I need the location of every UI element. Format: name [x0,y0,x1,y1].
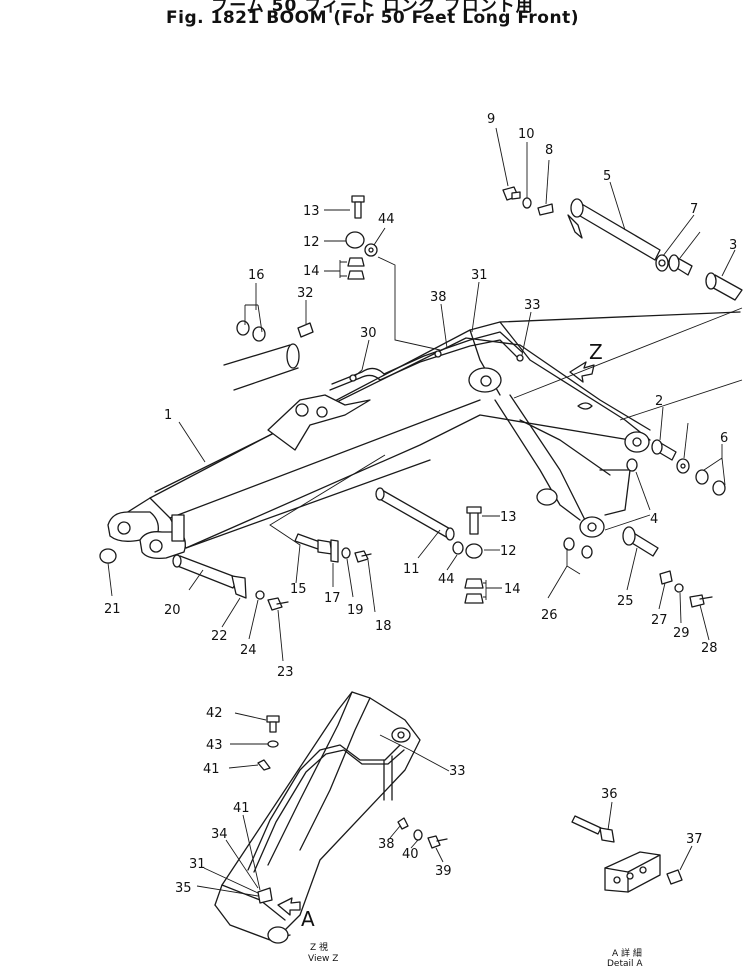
part-label-12b: 12 [500,544,517,559]
leader-lines [107,127,736,897]
right-bushing-group [651,439,726,496]
part-label-39: 39 [435,864,452,879]
part-label-30: 30 [360,326,377,341]
view-a-marker: A [301,907,315,931]
part-label-18: 18 [375,619,392,634]
part-label-3: 3 [729,238,737,253]
boom-main-body [107,311,741,560]
part-label-25: 25 [617,594,634,609]
part-label-44b: 44 [438,572,455,587]
view-z-caption-jp: Z 視 [310,941,328,953]
part-label-7: 7 [690,202,698,217]
part-label-33: 33 [524,298,541,313]
part-label-24: 24 [240,643,257,658]
middle-pin-group [375,487,484,604]
part-label-22: 22 [211,629,228,644]
foot-pin-group [99,548,289,611]
part-label-11: 11 [403,562,420,577]
part-label-15: 15 [290,582,307,597]
part-label-4: 4 [650,512,658,527]
part-label-27: 27 [651,613,668,628]
part-label-44: 44 [378,212,395,227]
detail-a-drawing [571,815,683,893]
part-label-32: 32 [297,286,314,301]
part-label-43: 43 [206,738,223,753]
part-label-38b: 38 [378,837,395,852]
part-label-2: 2 [655,394,663,409]
view-markers: Z A Z 視 View Z A 詳 細 Detail A [301,340,643,967]
view-z-detail [214,691,448,944]
part-label-40: 40 [402,847,419,862]
part-label-23: 23 [277,665,294,680]
upper-bolt-group [345,195,378,280]
part-label-19: 19 [347,603,364,618]
part-label-37: 37 [686,832,703,847]
part-label-1: 1 [164,408,172,423]
top-pin-group [502,186,743,301]
view-z-arrow [569,361,595,410]
detail-a-caption-jp: A 詳 細 [612,947,642,959]
part-labels: 1 2 3 4 5 6 7 8 9 10 11 12 13 14 15 16 1… [104,112,737,896]
part-label-12: 12 [303,235,320,250]
part-label-17: 17 [324,591,341,606]
part-label-8: 8 [545,143,553,158]
figure-title: Fig. 1821 BOOM (For 50 Feet Long Front) [166,8,579,28]
part-label-41: 41 [203,762,220,777]
part-label-31: 31 [471,268,488,283]
part-label-28: 28 [701,641,718,656]
part-label-5: 5 [603,169,611,184]
view-z-caption: View Z [308,954,338,964]
part-label-9: 9 [487,112,495,127]
part-label-21: 21 [104,602,121,617]
cylinder-washer-group [236,320,314,342]
part-label-20: 20 [164,603,181,618]
part-label-31b: 31 [189,857,206,872]
part-label-34: 34 [211,827,228,842]
part-label-13b: 13 [500,510,517,525]
part-label-38: 38 [430,290,447,305]
part-label-35: 35 [175,881,192,896]
part-label-29: 29 [673,626,690,641]
part-label-14b: 14 [504,582,521,597]
part-label-36: 36 [601,787,618,802]
part-label-42: 42 [206,706,223,721]
detail-a-caption: Detail A [607,959,643,967]
title-japanese: ブーム 50 フィート ロング フロント用 [211,0,534,16]
part-label-10: 10 [518,127,535,142]
part-label-13: 13 [303,204,320,219]
part-label-41b: 41 [233,801,250,816]
view-z-marker: Z [589,340,603,364]
part-label-16: 16 [248,268,265,283]
part-label-14: 14 [303,264,320,279]
lower-left-pin-group [294,533,372,563]
part-label-33b: 33 [449,764,466,779]
part-label-26: 26 [541,608,558,623]
part-label-6: 6 [720,431,728,446]
right-pin-group [563,458,713,608]
